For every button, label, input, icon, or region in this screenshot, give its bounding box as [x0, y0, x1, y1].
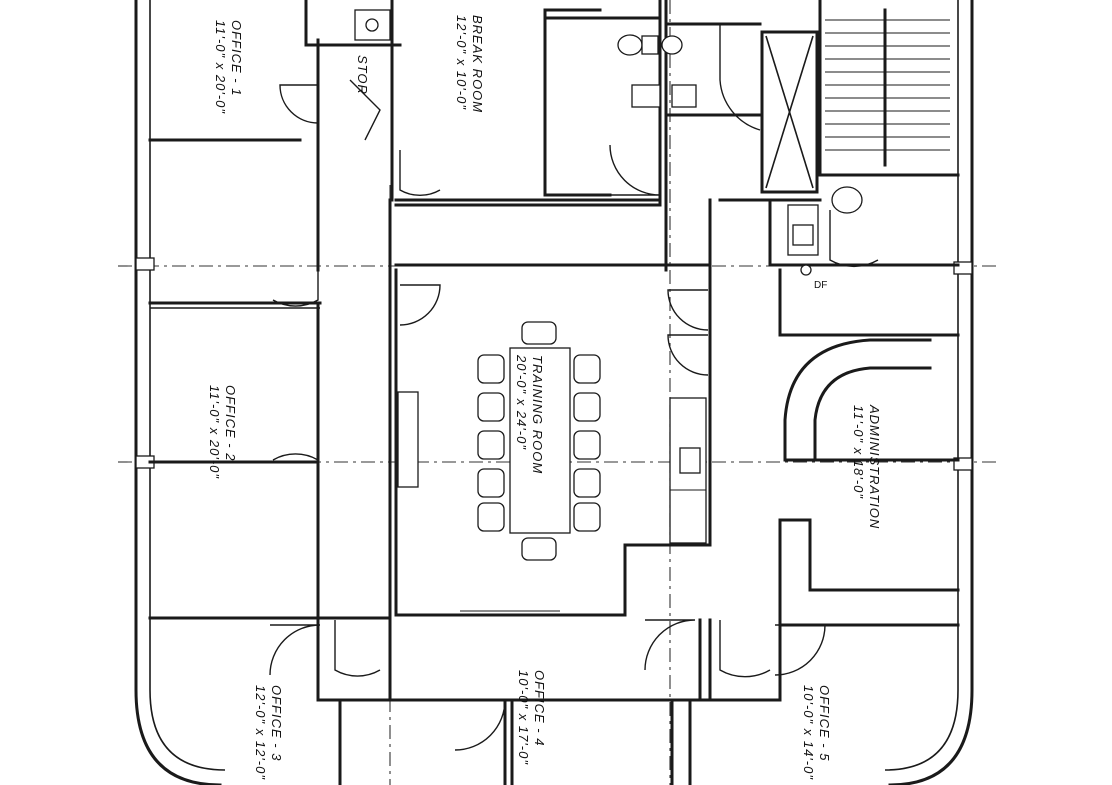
- room-dims-break-room: 12'-0" x 10'-0": [454, 15, 469, 110]
- corridor-walls: [316, 198, 782, 702]
- conference-table: [509, 347, 571, 534]
- room-labels: OFFICE - 1 11'-0" x 20'-0" BREAK ROOM 12…: [207, 15, 882, 780]
- room-dims-administration: 11'-0" x 18'-0": [851, 405, 866, 499]
- room-name-training-room: TRAINING ROOM: [530, 355, 545, 474]
- room-dims-office-1: 11'-0" x 20'-0": [213, 20, 228, 114]
- room-dims-office-3: 12'-0" x 12'-0": [253, 685, 268, 780]
- room-dims-office-2: 11'-0" x 20'-0": [207, 385, 222, 479]
- room-name-administration: ADMINISTRATION: [867, 404, 882, 529]
- room-name-office-2: OFFICE - 2: [223, 385, 238, 461]
- bottom-office-walls: [338, 618, 712, 785]
- room-name-break-room: BREAK ROOM: [470, 15, 485, 113]
- room-dims-training-room: 20'-0" x 24'-0": [514, 354, 529, 450]
- left-offices-walls: [148, 0, 402, 620]
- doors: [269, 24, 879, 751]
- room-name-stor: STOR: [355, 55, 370, 95]
- fixtures: [354, 9, 863, 612]
- drinking-fountain-tag: DF: [814, 280, 827, 291]
- room-name-office-1: OFFICE - 1: [229, 20, 244, 96]
- chairs: [477, 321, 601, 561]
- room-name-office-3: OFFICE - 3: [269, 685, 284, 761]
- room-dims-office-5: 10'-0" x 14'-0": [801, 685, 816, 780]
- stair-treads: [825, 19, 950, 151]
- room-dims-office-4: 10'-0" x 17'-0": [516, 670, 531, 765]
- room-name-office-4: OFFICE - 4: [532, 670, 547, 746]
- room-name-office-5: OFFICE - 5: [817, 685, 832, 761]
